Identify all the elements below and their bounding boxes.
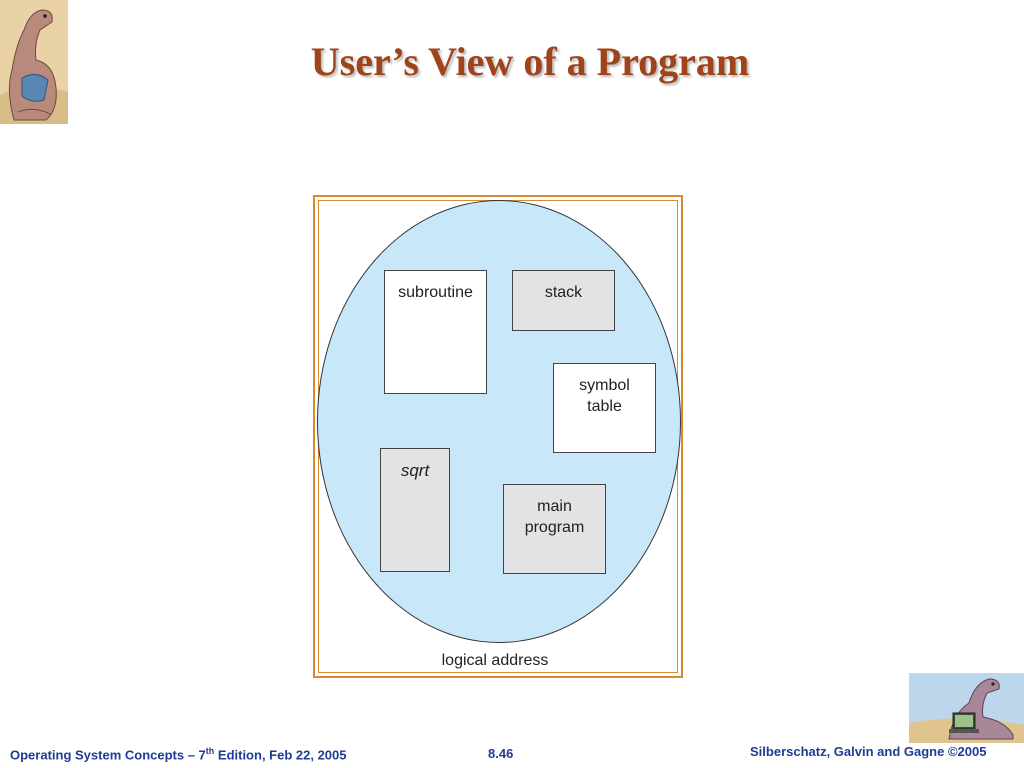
footer-authors: Silberschatz, Galvin and Gagne ©2005	[750, 744, 987, 759]
footer-book-title: Operating System Concepts – 7th Edition,…	[10, 746, 347, 762]
segment-sqrt-label: sqrt	[400, 461, 430, 480]
segment-sqrt: sqrt	[380, 448, 450, 572]
segment-symbol-table-label-line1: symbol	[579, 377, 630, 394]
diagram-caption: logical address	[441, 652, 549, 669]
dinosaur-reading-icon	[0, 0, 68, 124]
slide-title: User’s View of a Program	[310, 39, 750, 84]
segment-main-program-label-line1: main	[537, 498, 572, 515]
slide-number: 8.46	[488, 746, 514, 761]
segment-symbol-table: symbol table	[553, 363, 656, 453]
footer-book-title-pre: Operating System Concepts – 7	[10, 747, 206, 763]
footer-book-title-sup: th	[205, 746, 215, 756]
segment-main-program-label-line2: program	[524, 519, 585, 536]
segment-stack-label: stack	[544, 284, 583, 301]
dinosaur-laptop-icon	[909, 673, 1024, 743]
segment-subroutine-label: subroutine	[398, 284, 473, 301]
segment-main-program: main program	[503, 484, 606, 574]
footer-book-title-post: Edition, Feb 22, 2005	[214, 747, 347, 763]
segment-stack: stack	[512, 270, 615, 331]
segment-symbol-table-label-line2: table	[587, 398, 622, 415]
segment-subroutine: subroutine	[384, 270, 487, 394]
